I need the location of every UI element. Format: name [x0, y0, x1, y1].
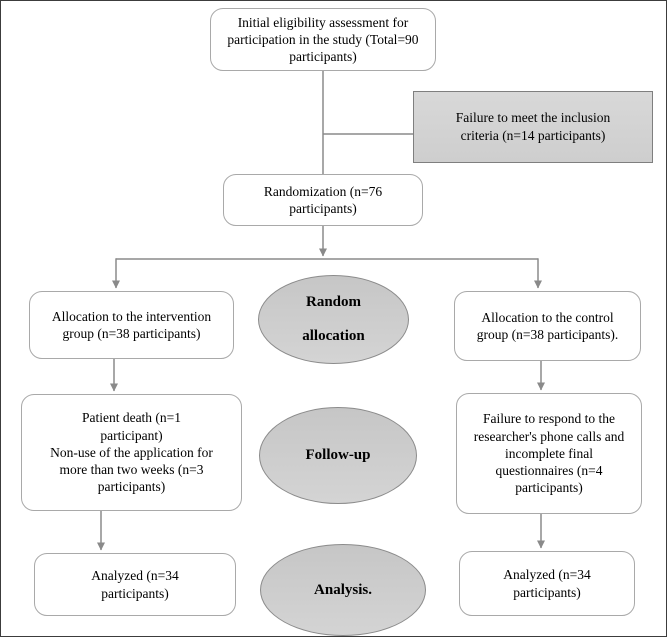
box-followup-control: Failure to respond to the researcher's p… — [456, 393, 642, 514]
box-followup-intervention-label: Patient death (n=1 participant) Non-use … — [44, 409, 219, 495]
box-eligibility: Initial eligibility assessment for parti… — [210, 8, 436, 71]
box-allocation-control-label: Allocation to the control group (n=38 pa… — [476, 309, 619, 342]
ellipse-followup: Follow-up — [259, 407, 417, 504]
ellipse-followup-label: Follow-up — [305, 447, 371, 463]
ellipse-random-allocation: Random allocation — [258, 275, 409, 364]
box-allocation-control: Allocation to the control group (n=38 pa… — [454, 291, 641, 361]
box-analyzed-control-label: Analyzed (n=34 participants) — [503, 567, 591, 600]
box-exclusion: Failure to meet the inclusion criteria (… — [413, 91, 653, 163]
box-allocation-intervention-label: Allocation to the intervention group (n=… — [51, 308, 212, 341]
box-exclusion-label: Failure to meet the inclusion criteria (… — [455, 110, 611, 143]
ellipse-analysis-label: Analysis. — [314, 581, 372, 598]
followup-intervention-line1: Patient death (n=1 participant) — [81, 410, 182, 443]
box-randomization-label: Randomization (n=76 participants) — [263, 183, 383, 216]
box-analyzed-intervention: Analyzed (n=34 participants) — [34, 553, 236, 616]
ellipse-analysis: Analysis. — [260, 544, 426, 636]
box-analyzed-intervention-label: Analyzed (n=34 participants) — [91, 568, 179, 601]
ellipse-random-allocation-label: Random allocation — [302, 293, 365, 344]
followup-intervention-line2: Non-use of the application for more than… — [50, 444, 213, 495]
box-allocation-intervention: Allocation to the intervention group (n=… — [29, 291, 234, 359]
box-randomization: Randomization (n=76 participants) — [223, 174, 423, 226]
box-followup-control-label: Failure to respond to the researcher's p… — [473, 411, 625, 496]
box-followup-intervention: Patient death (n=1 participant) Non-use … — [21, 394, 242, 511]
box-analyzed-control: Analyzed (n=34 participants) — [459, 551, 635, 616]
box-eligibility-label: Initial eligibility assessment for parti… — [227, 14, 419, 65]
